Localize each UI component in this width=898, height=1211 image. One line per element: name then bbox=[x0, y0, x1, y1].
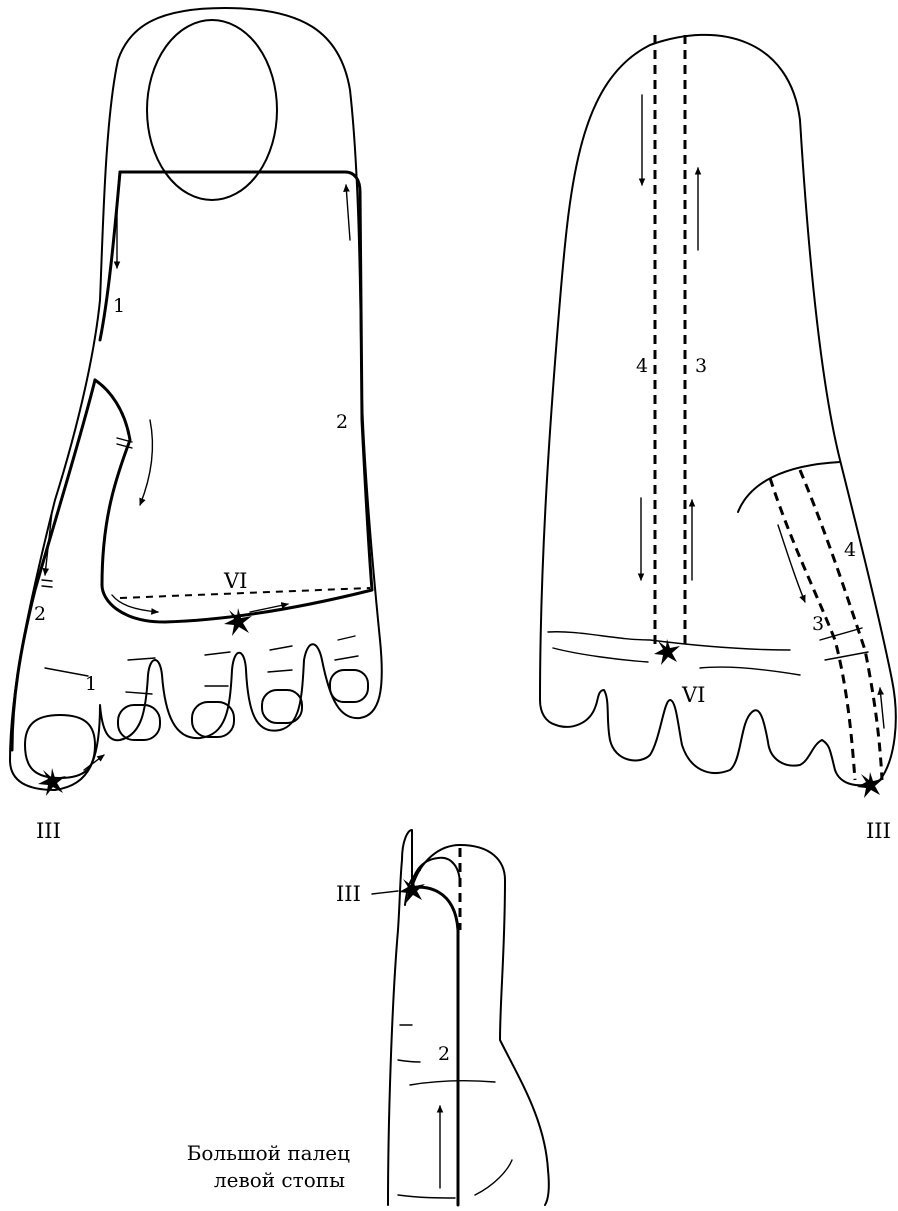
caption-line-2: левой стопы bbox=[214, 1168, 345, 1192]
arrow-icon bbox=[45, 512, 52, 575]
left-foot-tick bbox=[42, 580, 52, 587]
label-meridian-4: 4 bbox=[844, 539, 856, 561]
point-label-vi: VI bbox=[223, 569, 247, 593]
label-meridian-1: 1 bbox=[113, 295, 125, 317]
left-foot-big-toenail bbox=[25, 715, 95, 778]
label-meridian-4: 4 bbox=[636, 355, 648, 377]
caption-line-1: Большой палец bbox=[187, 1141, 350, 1165]
big-toe-meridian-2 bbox=[410, 887, 458, 1205]
right-foot-diagram: 4 3 4 3 VI III bbox=[540, 35, 896, 843]
label-meridian-3: 3 bbox=[695, 355, 707, 377]
left-foot-diagram: 1 1 2 2 VI III bbox=[10, 8, 382, 843]
point-label-iii: III bbox=[336, 882, 361, 906]
label-meridian-2: 2 bbox=[438, 1043, 450, 1065]
big-toe-crease bbox=[398, 1160, 512, 1198]
left-foot-toe-crease bbox=[335, 636, 358, 660]
right-foot-outline bbox=[540, 35, 896, 785]
left-foot-toe-crease bbox=[268, 646, 292, 672]
arrow-icon bbox=[880, 688, 884, 728]
label-meridian-1: 1 bbox=[85, 673, 97, 695]
left-foot-outline bbox=[10, 8, 382, 790]
star-burst-icon bbox=[857, 772, 883, 798]
point-label-iii: III bbox=[866, 819, 891, 843]
star-burst-icon bbox=[224, 608, 252, 636]
right-foot-side-arc bbox=[738, 462, 840, 512]
left-foot-toenail-5 bbox=[330, 670, 368, 702]
arrow-icon bbox=[140, 420, 152, 505]
left-foot-toe-crease bbox=[205, 652, 230, 686]
label-meridian-2: 2 bbox=[336, 411, 348, 433]
star-burst-icon bbox=[399, 877, 425, 903]
arrow-icon bbox=[346, 185, 350, 240]
big-toe-nail bbox=[412, 858, 460, 888]
label-meridian-2: 2 bbox=[34, 603, 46, 625]
left-foot-toenail-4 bbox=[262, 690, 302, 723]
point-label-iii: III bbox=[36, 819, 61, 843]
star-burst-icon bbox=[38, 768, 66, 796]
big-toe-crease bbox=[410, 1081, 495, 1085]
big-toe-crease bbox=[398, 1060, 420, 1062]
big-toe-diagram: 2 III Большой палец левой стопы bbox=[187, 830, 549, 1205]
left-foot-meridian-2 bbox=[95, 172, 372, 622]
label-meridian-3: 3 bbox=[812, 613, 824, 635]
point-label-vi: VI bbox=[681, 683, 705, 707]
left-foot-toe-crease bbox=[45, 668, 88, 676]
big-toe-point-leader bbox=[372, 891, 398, 894]
